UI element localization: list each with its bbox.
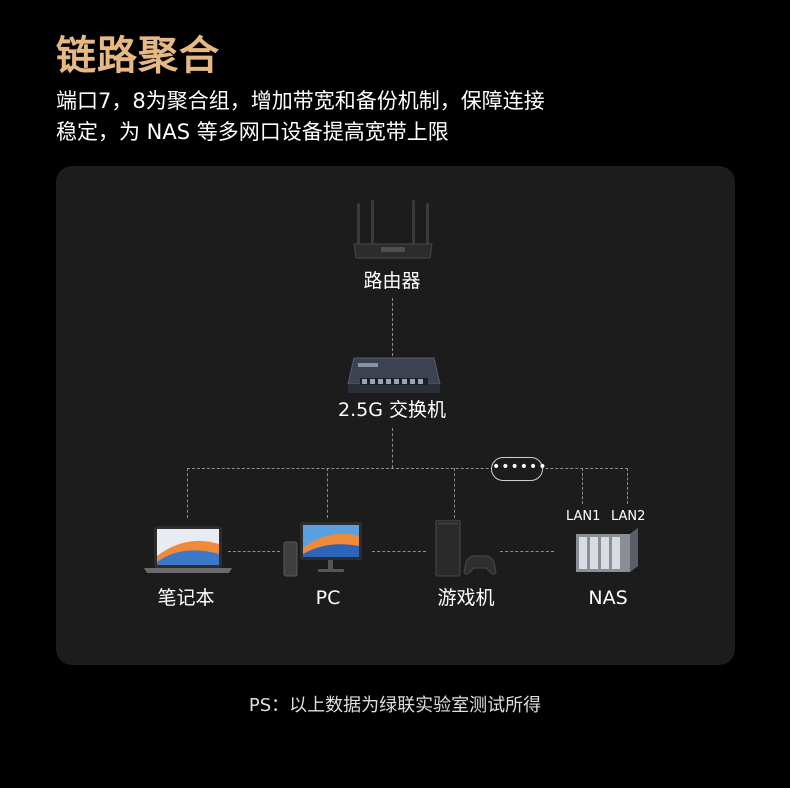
- router-switch-link: [392, 298, 393, 356]
- device-label-pc: PC: [315, 587, 341, 609]
- nas-icon: [576, 528, 638, 572]
- router-label: 路由器: [363, 270, 421, 292]
- switch-label: 2.5G 交换机: [338, 399, 446, 421]
- nas-port-lan2: LAN2: [611, 509, 646, 524]
- router-icon: [353, 200, 433, 259]
- nas-port-lan1: LAN1: [566, 509, 601, 524]
- subtitle-line-2: 稳定，为 NAS 等多网口设备提高宽带上限: [56, 120, 449, 144]
- page-title: 链路聚合: [56, 33, 220, 79]
- console-drop-link: [454, 468, 455, 518]
- device-label-laptop: 笔记本: [157, 587, 215, 609]
- desktop-pc-icon: [283, 522, 362, 577]
- footer-note: PS：以上数据为绿联实验室测试所得: [248, 695, 542, 716]
- console-nas-link: [500, 551, 554, 552]
- pc-drop-link: [327, 468, 328, 518]
- subtitle-line-1: 端口7，8为聚合组，增加带宽和备份机制，保障连接: [56, 89, 545, 113]
- nas-lan1-drop-link: [582, 468, 583, 504]
- nas-lan2-drop-link: [627, 468, 628, 504]
- device-label-nas: NAS: [588, 587, 628, 609]
- more-devices-badge: ••••••: [491, 457, 547, 481]
- laptop-drop-link: [187, 468, 188, 518]
- laptop-pc-link: [228, 551, 280, 552]
- laptop-icon: [144, 526, 232, 573]
- switch-bus-link: [392, 428, 393, 468]
- game-console-icon: [435, 520, 497, 577]
- pc-console-link: [372, 551, 426, 552]
- device-bus: [187, 468, 628, 469]
- switch-icon: [347, 357, 441, 393]
- device-label-console: 游戏机: [437, 587, 495, 609]
